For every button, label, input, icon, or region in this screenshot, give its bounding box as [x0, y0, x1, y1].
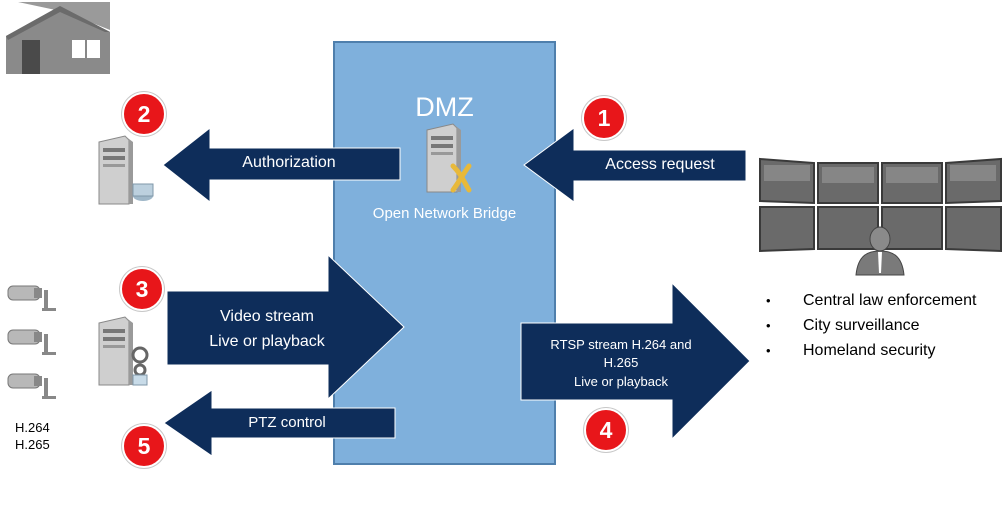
list-item: •Homeland security [766, 342, 936, 359]
client-label: Homeland security [803, 342, 936, 359]
authorization-label: Authorization [242, 154, 336, 171]
video-stream-label: Video stream [220, 308, 314, 325]
rtsp-mode-label: Live or playback [574, 374, 668, 389]
rtsp-stream-label: RTSP stream H.264 and [550, 337, 692, 352]
recording-server-icon [98, 316, 149, 386]
step-badge-4: 4 [584, 408, 628, 452]
access-request-label: Access request [605, 156, 715, 173]
client-label: City surveillance [803, 317, 920, 334]
client-label: Central law enforcement [803, 292, 977, 309]
authorization-server-icon [98, 135, 154, 205]
dmz-title: DMZ [415, 92, 474, 122]
open-network-bridge-server-icon [426, 123, 472, 193]
access-request-arrow [523, 127, 747, 203]
dmz-zone [333, 41, 556, 465]
open-network-bridge-label: Open Network Bridge [372, 205, 517, 222]
camera-icon [7, 285, 56, 311]
codec-label: H.265 [15, 437, 50, 452]
ptz-control-label: PTZ control [248, 414, 326, 431]
video-stream-arrow [166, 253, 405, 401]
ptz-control-arrow [163, 389, 396, 457]
list-item: •City surveillance [766, 317, 920, 334]
list-item: •Central law enforcement [766, 292, 977, 309]
client-list: •Central law enforcement •City surveilla… [766, 290, 976, 365]
video-stream-mode-label: Live or playback [209, 333, 325, 350]
step-badge-2: 2 [122, 92, 166, 136]
rtsp-stream-arrow [520, 281, 751, 441]
step-badge-5: 5 [122, 424, 166, 468]
camera-icon [7, 373, 56, 399]
house-icon [6, 2, 110, 74]
camera-icon [7, 329, 56, 355]
rtsp-codec-label: H.265 [603, 355, 639, 370]
step-badge-3: 3 [120, 267, 164, 311]
step-badge-1: 1 [582, 96, 626, 140]
video-wall-icon [759, 157, 1002, 276]
codec-label: H.264 [15, 420, 50, 435]
authorization-arrow [162, 126, 401, 204]
